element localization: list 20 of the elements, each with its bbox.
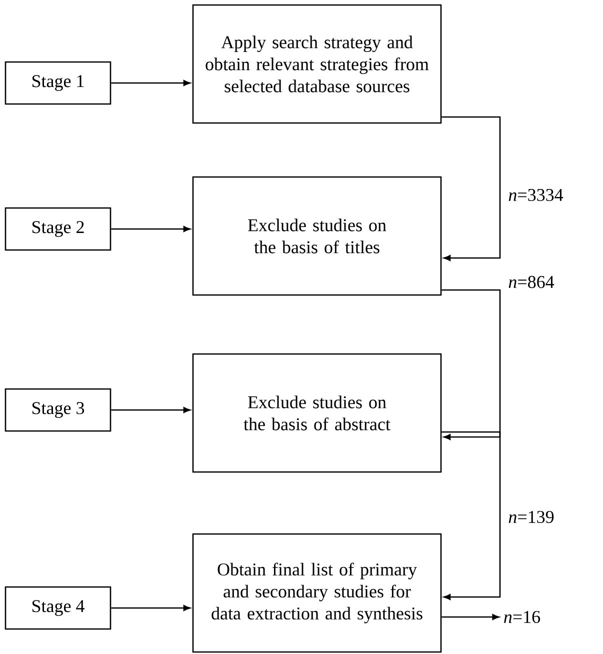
edge-label: n=3334	[507, 188, 564, 202]
edge-label: n=139	[507, 510, 556, 524]
count-label: n=16	[504, 610, 540, 624]
process-box: Apply search strategy and obtain relevant strategies from selected database sources	[192, 4, 442, 124]
connector-arrow	[442, 431, 501, 600]
connector-arrow	[442, 116, 501, 261]
stage-box: Stage 4	[4, 586, 112, 630]
stage-box: Stage 2	[4, 207, 112, 251]
process-box: Exclude studies on the basis of titles	[192, 176, 442, 296]
edge-label: n=864	[507, 274, 556, 290]
connector-arrow	[442, 289, 501, 440]
arrow	[111, 605, 190, 611]
stage-box: Stage 1	[4, 61, 112, 105]
arrow	[111, 226, 190, 232]
process-box: Exclude studies on the basis of abstract	[192, 353, 442, 473]
arrow	[111, 407, 190, 413]
stage-box: Stage 3	[4, 388, 112, 432]
arrow	[442, 614, 500, 620]
process-box: Obtain final list of primary and secondary studies for data extraction and synthesis	[192, 533, 442, 653]
arrow	[111, 80, 190, 86]
